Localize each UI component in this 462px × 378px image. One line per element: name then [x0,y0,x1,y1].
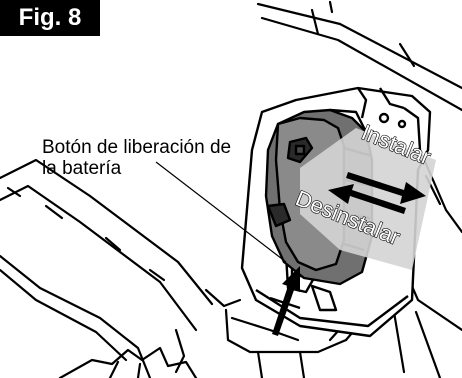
push-arrow [272,266,300,336]
callout-line-1: Botón de liberación de [42,137,232,158]
release-button-callout: Botón de liberación de la batería [42,137,292,179]
uninstall-arrow [328,184,406,214]
install-arrow [346,172,426,204]
callout-line-2: la batería [42,158,122,179]
callout-leader-line [155,161,287,263]
figure-label: Fig. 8 [0,0,100,36]
